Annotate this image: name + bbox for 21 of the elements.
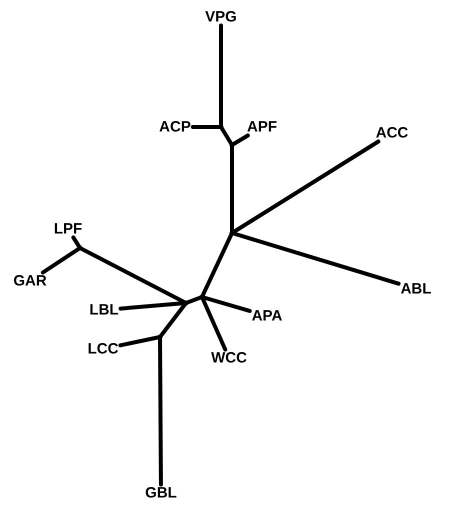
taxon-label: APA — [252, 308, 282, 324]
taxon-label: LCC — [88, 340, 118, 358]
taxon-label: WCC — [211, 350, 247, 366]
branch-point — [78, 246, 82, 250]
tree-branch — [230, 231, 401, 286]
taxon-label: GBL — [145, 484, 177, 502]
tree-branch — [230, 134, 250, 147]
tree-branch — [184, 295, 204, 305]
taxon-label: GAR — [13, 272, 47, 290]
tree-branch — [78, 246, 188, 305]
taxon-label: VPG — [205, 8, 237, 26]
taxon-label: ABL — [400, 280, 432, 298]
taxon-label: LPF — [54, 220, 82, 238]
tree-branch — [71, 236, 82, 250]
tree-branch — [40, 246, 82, 274]
taxon-label: APF — [247, 118, 277, 136]
taxon-label: LBL — [89, 302, 119, 318]
tree-branch — [219, 125, 234, 147]
branch-point — [184, 300, 188, 306]
taxon-label: ACC — [376, 124, 408, 142]
taxon-label: ACP — [159, 118, 191, 136]
